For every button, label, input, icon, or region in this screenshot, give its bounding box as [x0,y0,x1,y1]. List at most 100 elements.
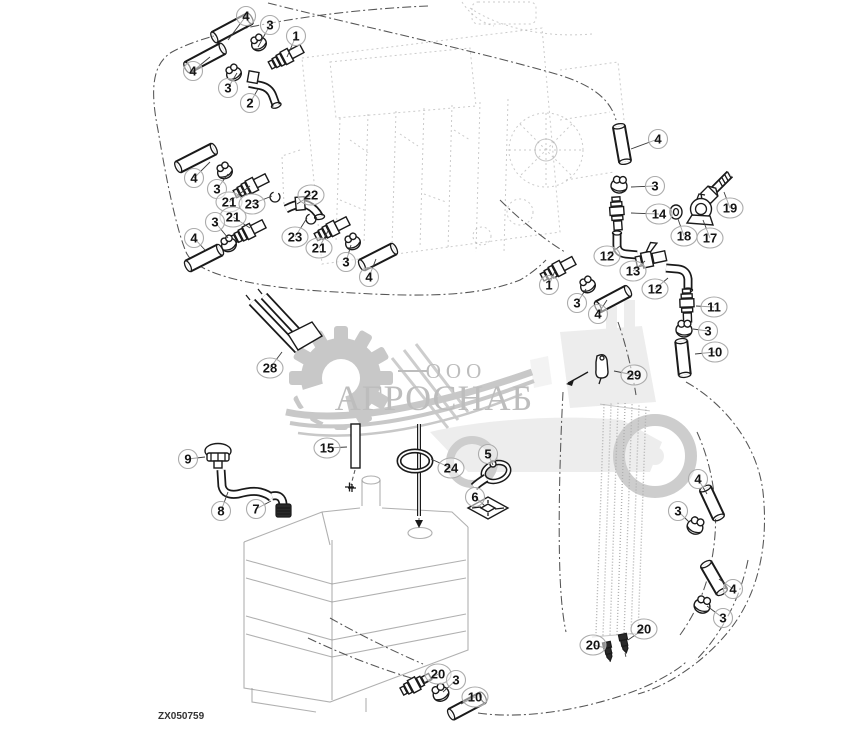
callout-bubble [667,500,689,522]
callout-bubble [297,184,325,206]
callout-bubble [716,197,744,219]
callout-number: 21 [226,210,240,225]
callout-4: 4 [687,468,709,495]
callout-23: 23 [281,217,309,248]
callout-bubble [183,167,205,189]
callout-bubble [281,226,309,248]
callout-number: 20 [431,667,445,682]
callout-21: 21 [305,230,333,259]
callout-bubble [182,60,204,82]
callout-number: 17 [703,231,717,246]
callout-bubble [245,498,267,520]
callout-bubble [464,486,486,508]
callout-bubble [285,25,307,47]
mount-clamp-17 [685,193,714,226]
callout-4: 4 [183,161,211,189]
callout-bubble [645,203,673,225]
callout-number: 7 [252,502,259,517]
callout-bubble [538,274,560,296]
callout-23: 23 [238,193,273,215]
callout-number: 21 [222,195,236,210]
callout-bubble [210,500,232,522]
callout-number: 1 [545,278,552,293]
clamp-3h [675,319,693,338]
callout-number: 18 [677,229,691,244]
elbow-7 [271,491,292,518]
clamp-3j [693,595,712,614]
callout-22: 22 [296,184,325,206]
callout-1: 1 [538,270,560,296]
callout-bubble [619,260,647,282]
callout-number: 3 [266,18,273,33]
callout-bubble [620,364,648,386]
callout-bubble [259,14,281,36]
elbow-fitting-2 [246,70,282,109]
callout-number: 10 [468,690,482,705]
callout-19: 19 [716,191,744,219]
callout-number: 3 [719,611,726,626]
callout-number: 12 [600,249,614,264]
callout-number: 3 [342,255,349,270]
pickup-24 [396,424,434,528]
watermark-company-text: АГРОСНАБ [335,378,533,418]
callout-11: 11 [695,296,728,318]
clamp-3a [250,33,267,52]
callout-bubble [630,618,658,640]
callout-1: 1 [285,25,307,58]
callout-bubble [579,634,607,656]
grommet-18 [669,204,683,220]
callout-bubble [239,92,261,114]
callout-bubble [641,278,669,300]
callout-bubble [235,5,257,27]
callout-number: 3 [651,179,658,194]
callout-bubble [217,77,239,99]
callout-bubble [687,468,709,490]
callout-number: 11 [707,300,721,315]
callout-number: 3 [224,81,231,96]
callout-number: 3 [704,324,711,339]
callout-bubble [700,296,728,318]
callout-3: 3 [204,211,229,239]
callout-4: 4 [718,578,744,600]
clip-29 [595,353,609,385]
callout-bubble [256,357,284,379]
callout-bubble [238,193,266,215]
callout-18: 18 [670,218,698,247]
callout-4: 4 [587,299,609,325]
clamp-3e [344,232,362,251]
callout-bubble [566,292,588,314]
callout-bubble [437,457,465,479]
callout-number: 24 [444,461,459,476]
callout-4: 4 [227,5,257,41]
callout-17: 17 [696,219,724,249]
callout-number: 21 [312,241,326,256]
callout-bubble [313,437,341,459]
callout-bubble [701,341,729,363]
callout-8: 8 [210,491,232,522]
callout-number: 23 [245,197,259,212]
callout-number: 9 [184,452,191,467]
tube-15 [348,423,361,492]
callout-24: 24 [430,457,465,479]
callout-4: 4 [630,128,669,150]
callout-number: 4 [242,9,250,24]
callout-13: 13 [619,260,647,282]
routing-lines [153,2,766,716]
callout-number: 4 [365,270,373,285]
callout-15: 15 [313,437,348,459]
callout-number: 3 [213,182,220,197]
callout-9: 9 [177,448,206,470]
figure-code: ZX050759 [158,711,205,722]
callout-number: 6 [471,490,478,505]
callout-bubble [593,245,621,267]
callout-number: 3 [674,504,681,519]
fuel-tank-sketch [243,475,469,713]
clamp-3c [216,161,234,180]
callout-14: 14 [630,203,673,225]
callout-3: 3 [335,244,357,273]
callout-6: 6 [464,486,486,508]
valve-13 [634,241,668,269]
callout-bubble [696,227,724,249]
callout-4: 4 [182,56,211,82]
callout-number: 22 [304,188,318,203]
